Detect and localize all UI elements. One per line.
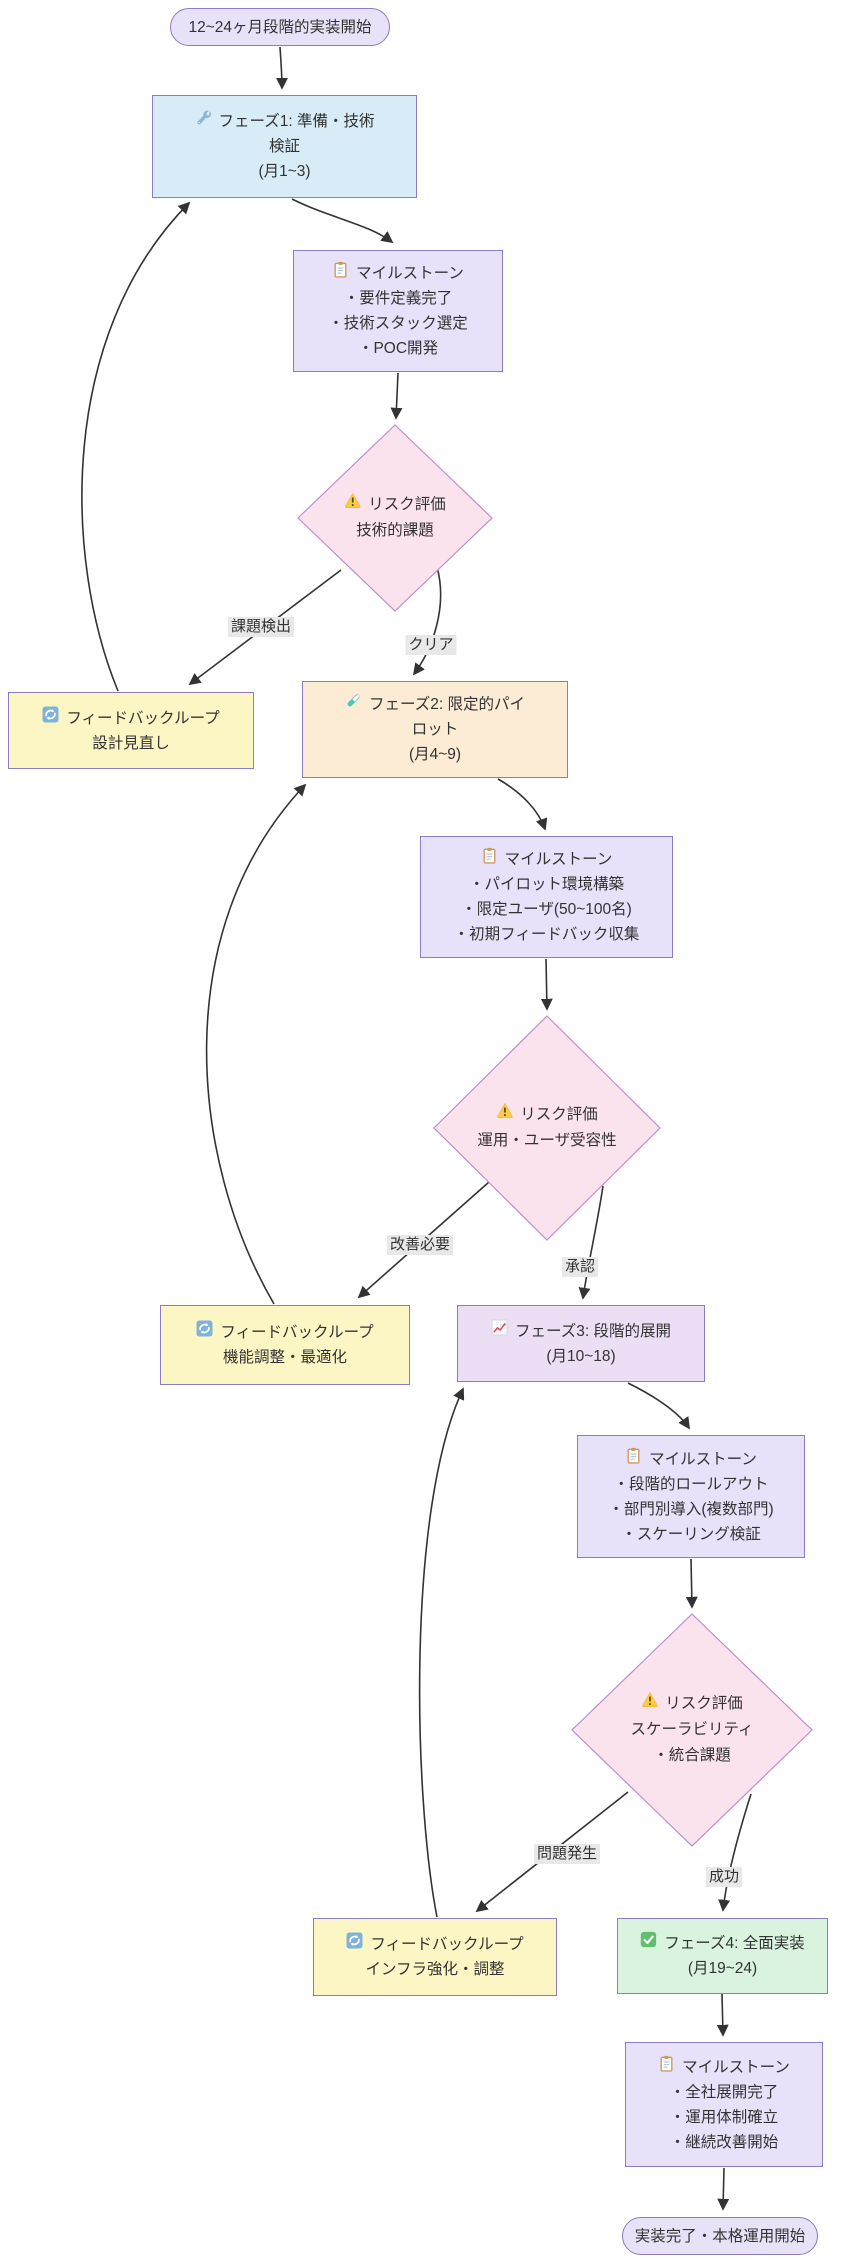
phase3-title: フェーズ3: 段階的展開: [515, 1322, 671, 1340]
risk2-decision: リスク評価 運用・ユーザ受容性: [477, 1102, 617, 1154]
risk3-detail: ・統合課題: [653, 1747, 731, 1764]
refresh-icon: [196, 1320, 213, 1345]
milestone2-node: マイルストーン ・パイロット環境構築 ・限定ユーザ(50~100名) ・初期フィ…: [420, 836, 673, 958]
milestone3-node: マイルストーン ・段階的ロールアウト ・部門別導入(複数部門) ・スケーリング検…: [577, 1435, 805, 1558]
phase2-period: (月4~9): [408, 746, 462, 763]
milestone1-item: ・技術スタック選定: [328, 315, 468, 332]
edge-label-risk2-fail: 改善必要: [386, 1235, 454, 1255]
milestone2-item: ・パイロット環境構築: [468, 876, 624, 893]
warning-icon: [641, 1691, 658, 1717]
edge-milestone4-end: [717, 2167, 730, 2211]
clipboard-icon: [658, 2055, 675, 2080]
feedback2-detail: 機能調整・最適化: [222, 1349, 347, 1366]
edge-milestone2-risk2: [540, 958, 553, 1011]
phase3-period: (月10~18): [546, 1347, 616, 1365]
milestone4-item: ・運用体制確立: [669, 2108, 779, 2126]
phase4-title: フェーズ4: 全面実装: [664, 1935, 805, 1952]
refresh-icon: [42, 706, 59, 731]
chart-icon: [491, 1319, 508, 1344]
edge-phase4-milestone4: [716, 1993, 729, 2037]
start-node: 12~24ヶ月段階的実装開始: [170, 8, 390, 46]
phase4-period: (月19~24): [687, 1960, 758, 1977]
warning-icon: [496, 1102, 513, 1128]
milestone2-item: ・初期フィードバック収集: [453, 926, 640, 943]
risk3-title: リスク評価: [665, 1695, 743, 1712]
risk3-decision: リスク評価 スケーラビリティ ・統合課題: [630, 1691, 754, 1769]
milestone3-item: ・段階的ロールアウト: [613, 1475, 769, 1493]
milestone4-item: ・継続改善開始: [669, 2133, 779, 2151]
start-label: 12~24ヶ月段階的実装開始: [188, 18, 372, 36]
edge-feedback3-phase3-loop: [418, 1387, 465, 1918]
edge-feedback1-phase1-loop: [81, 201, 191, 692]
milestone1-item: ・要件定義完了: [343, 290, 453, 307]
edge-milestone1-risk1: [390, 372, 403, 420]
edge-phase1-milestone1: [291, 198, 394, 244]
milestone4-title: マイルストーン: [682, 2058, 790, 2076]
risk2-title: リスク評価: [520, 1106, 598, 1123]
phase2-title-wrap: ロット: [411, 721, 459, 738]
milestone1-title: マイルストーン: [356, 265, 464, 282]
phase3-node: フェーズ3: 段階的展開 (月10~18): [457, 1305, 705, 1382]
edge-phase3-milestone3: [627, 1382, 690, 1430]
clipboard-icon: [332, 261, 349, 286]
edge-label-risk1-fail: 課題検出: [227, 617, 295, 637]
milestone1-node: マイルストーン ・要件定義完了 ・技術スタック選定 ・POC開発: [293, 250, 503, 372]
warning-icon: [344, 492, 361, 518]
testtube-icon: [345, 692, 362, 717]
feedback1-detail: 設計見直し: [92, 734, 170, 752]
risk1-detail: 技術的課題: [356, 522, 434, 539]
end-node: 実装完了・本格運用開始: [622, 2217, 818, 2255]
feedback1-title: フィードバックループ: [66, 709, 220, 727]
phase2-title: フェーズ2: 限定的パイ: [369, 696, 525, 713]
clipboard-icon: [481, 847, 498, 872]
milestone1-item: ・POC開発: [357, 340, 439, 357]
phase1-node: フェーズ1: 準備・技術 検証 (月1~3): [152, 95, 417, 198]
risk3-diamond-shape: [571, 1613, 813, 1847]
phase4-node: フェーズ4: 全面実装 (月19~24): [617, 1918, 828, 1994]
milestone3-item: ・部門別導入(複数部門): [608, 1500, 774, 1518]
milestone4-node: マイルストーン ・全社展開完了 ・運用体制確立 ・継続改善開始: [625, 2042, 823, 2167]
risk2-detail: 運用・ユーザ受容性: [477, 1132, 617, 1149]
milestone2-item: ・限定ユーザ(50~100名): [461, 901, 632, 918]
refresh-icon: [346, 1932, 363, 1957]
edge-start-phase1: [275, 46, 288, 90]
milestone3-item: ・スケーリング検証: [621, 1525, 761, 1543]
edge-risk1-phase2: [412, 566, 442, 676]
edge-label-risk1-pass: クリア: [405, 635, 457, 655]
clipboard-icon: [625, 1447, 642, 1472]
phase1-period: (月1~3): [258, 163, 311, 180]
feedback3-detail: インフラ強化・調整: [365, 1961, 505, 1978]
edge-risk2-phase3: [578, 1185, 604, 1300]
milestone4-item: ・全社展開完了: [669, 2083, 779, 2101]
end-label: 実装完了・本格運用開始: [634, 2227, 806, 2245]
edge-phase2-milestone2: [497, 778, 548, 831]
phase1-title-wrap: 検証: [268, 138, 300, 155]
feedback3-title: フィードバックループ: [370, 1936, 524, 1953]
milestone2-title: マイルストーン: [504, 851, 613, 868]
phase2-node: フェーズ2: 限定的パイ ロット (月4~9): [302, 681, 568, 778]
risk3-detail: スケーラビリティ: [630, 1721, 754, 1738]
risk1-decision: リスク評価 技術的課題: [344, 492, 446, 544]
edge-label-risk3-pass: 成功: [705, 1867, 743, 1887]
wrench-icon: [195, 109, 212, 134]
edge-feedback2-phase2-loop: [205, 783, 307, 1305]
risk2-diamond-shape: [433, 1015, 661, 1241]
phase1-title: フェーズ1: 準備・技術: [218, 113, 375, 130]
edge-risk3-phase4: [718, 1793, 752, 1912]
feedback1-node: フィードバックループ 設計見直し: [8, 692, 254, 769]
edge-label-risk2-pass: 承認: [561, 1257, 599, 1277]
edge-label-risk3-fail: 問題発生: [533, 1844, 601, 1864]
edge-milestone3-risk3: [685, 1558, 698, 1609]
feedback3-node: フィードバックループ インフラ強化・調整: [313, 1918, 557, 1996]
risk1-diamond-shape: [297, 424, 493, 612]
check-icon: [640, 1931, 657, 1956]
feedback2-title: フィードバックループ: [220, 1324, 374, 1341]
risk1-title: リスク評価: [368, 496, 446, 513]
feedback2-node: フィードバックループ 機能調整・最適化: [160, 1305, 410, 1385]
milestone3-title: マイルストーン: [649, 1450, 757, 1468]
